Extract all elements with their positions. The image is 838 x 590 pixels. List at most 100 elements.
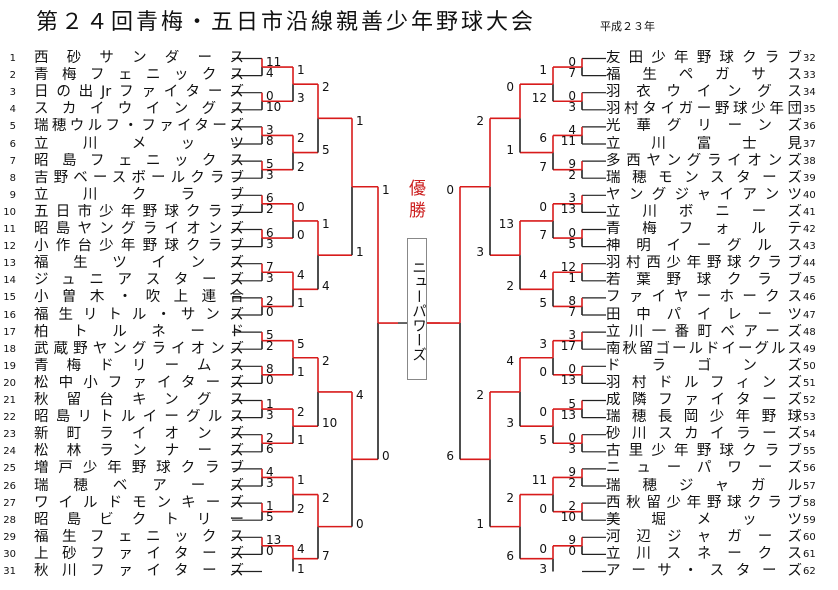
game-score: 0 [568,430,576,445]
game-score: 0 [506,80,514,95]
team-number: 7 [9,155,16,167]
game-score: 3 [506,416,514,431]
team-name: 羽村西少年野球クラブ [606,255,802,272]
game-score: 6 [266,225,274,240]
team-number: 54 [803,429,816,441]
team-number: 8 [9,172,16,184]
team-number: 59 [803,514,816,526]
game-score: 4 [266,65,274,80]
game-score: 2 [297,159,305,174]
game-score: 6 [266,191,274,206]
team-number: 45 [803,275,816,287]
team-name: 瑞穂ベアーズ [34,477,244,494]
team-number: 33 [803,70,816,82]
game-score: 9 [568,157,576,172]
team-name: 瑞穂長岡少年野球 [606,409,802,426]
team-number: 44 [803,258,816,270]
team-number: 39 [803,172,816,184]
team-number: 38 [803,155,816,167]
team-name: 立川ボニーズ [606,203,802,220]
team-name: 青梅フェニックス [34,67,244,84]
game-score: 12 [560,259,576,274]
team-number: 31 [3,566,16,577]
team-name: 河辺ジャガーズ [606,528,802,545]
team-number: 37 [803,138,816,150]
game-score: 1 [568,270,576,285]
team-name: 立川クラブ [34,186,244,203]
game-score: 9 [568,533,576,548]
game-score: 7 [568,305,576,319]
game-score: 0 [266,88,274,103]
game-score: 2 [568,476,576,490]
team-name: 小曽木・吹上連合 [34,289,244,306]
game-score: 5 [568,396,576,411]
game-score: 1 [297,63,305,78]
game-score: 3 [539,336,547,351]
team-name: ファイヤーホークス [606,289,802,306]
team-name: 昭島ビクトリー [34,511,244,528]
game-score: 13 [560,202,576,217]
team-name: 若葉野球クラブ [606,272,802,289]
game-score: 13 [266,533,282,548]
team-name: 秋川ファイターズ [34,563,244,579]
game-score: 1 [356,245,364,260]
game-score: 6 [266,441,274,456]
game-score: 4 [266,464,274,479]
team-number: 57 [803,480,816,492]
game-score: 3 [297,91,305,106]
game-score: 12 [531,91,547,106]
game-score: 0 [266,373,274,388]
game-score: 5 [266,328,274,343]
game-score: 3 [266,270,274,285]
game-score: 1 [297,296,305,311]
team-number: 12 [3,241,16,253]
game-score: 0 [382,449,390,464]
team-name: 立川富士見 [606,135,802,152]
team-name: 南秋留ゴールドイーグルス [606,340,802,357]
team-name: 立川一番町ベアーズ [606,323,802,340]
game-score: 5 [266,157,274,172]
game-score: 1 [297,473,305,488]
team-name: 羽村ドルフィンズ [606,374,802,391]
game-score: 3 [476,245,484,260]
team-number: 21 [3,395,16,406]
team-name: 光華グリーンズ [606,118,802,135]
game-score: 10 [322,416,338,431]
game-score: 7 [539,228,547,243]
game-score: 5 [539,433,547,448]
game-score: 4 [297,268,305,283]
team-number: 23 [3,429,16,441]
team-name: 羽村タイガー野球少年団 [606,101,802,118]
year-label: 平成２３年 [600,20,655,33]
game-score: 2 [266,293,274,308]
game-score: 4 [506,353,514,368]
team-number: 56 [803,463,816,475]
game-score: 0 [539,364,547,379]
team-number: 19 [3,360,16,372]
team-number: 47 [803,309,816,321]
team-name: ニューパワーズ [606,460,802,477]
game-score: 2 [568,168,576,183]
game-score: 7 [568,65,576,80]
team-number: 22 [3,412,16,424]
team-name: 五日市少年野球クラブ [34,203,244,220]
game-score: 0 [568,362,576,377]
team-name: ドラゴンズ [606,357,802,374]
team-number: 5 [9,121,16,133]
team-name: 瑞穂ジャガル [606,477,802,494]
team-number: 51 [803,377,816,389]
team-number: 42 [803,224,816,235]
game-score: 11 [531,473,547,488]
game-score: 2 [476,114,484,129]
game-score: 1 [506,142,514,157]
game-score: 3 [539,561,547,576]
team-number: 17 [3,326,16,338]
game-score: 13 [498,216,514,231]
champion-heading: 優勝 [409,179,426,221]
game-score: 7 [266,259,274,274]
team-name: 福生ツインズ [34,255,244,272]
team-name: ヤングジャイアンツ [606,186,802,203]
game-score: 1 [476,516,484,531]
team-name: スカイウイングス [34,101,244,118]
